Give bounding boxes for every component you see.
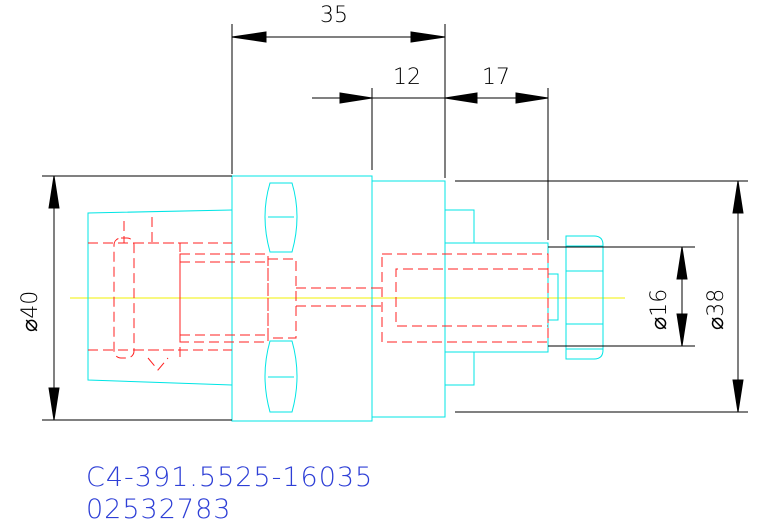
extension-lines: [42, 24, 748, 421]
dim-diameter-16-label: ⌀16: [647, 289, 672, 330]
shank-outline: [87, 209, 233, 386]
cap-nut: [565, 235, 604, 360]
inner-bore-mid: [267, 258, 297, 339]
dimension-lines: [48, 31, 744, 421]
top-tab: [444, 209, 475, 244]
part-code: C4-391.5525-16035: [86, 462, 373, 493]
dim-diameter-38-label: ⌀38: [704, 289, 729, 330]
lower-lens: [264, 340, 298, 413]
hidden-lines: [88, 217, 549, 371]
part-number: 02532783: [86, 494, 231, 523]
inner-bore-right: [381, 253, 549, 343]
flange-block: [371, 180, 446, 418]
inner-bore-left: [179, 253, 269, 343]
bottom-tab: [444, 351, 475, 386]
dim-12-label: 12: [393, 65, 421, 90]
left-pocket: [113, 237, 135, 359]
dim-17-label: 17: [482, 65, 510, 90]
part-outline: [87, 175, 604, 422]
connector: [547, 273, 559, 321]
dim-diameter-40-label: ⌀40: [18, 291, 43, 332]
dim-35-label: 35: [320, 3, 348, 28]
upper-lens: [264, 182, 298, 253]
